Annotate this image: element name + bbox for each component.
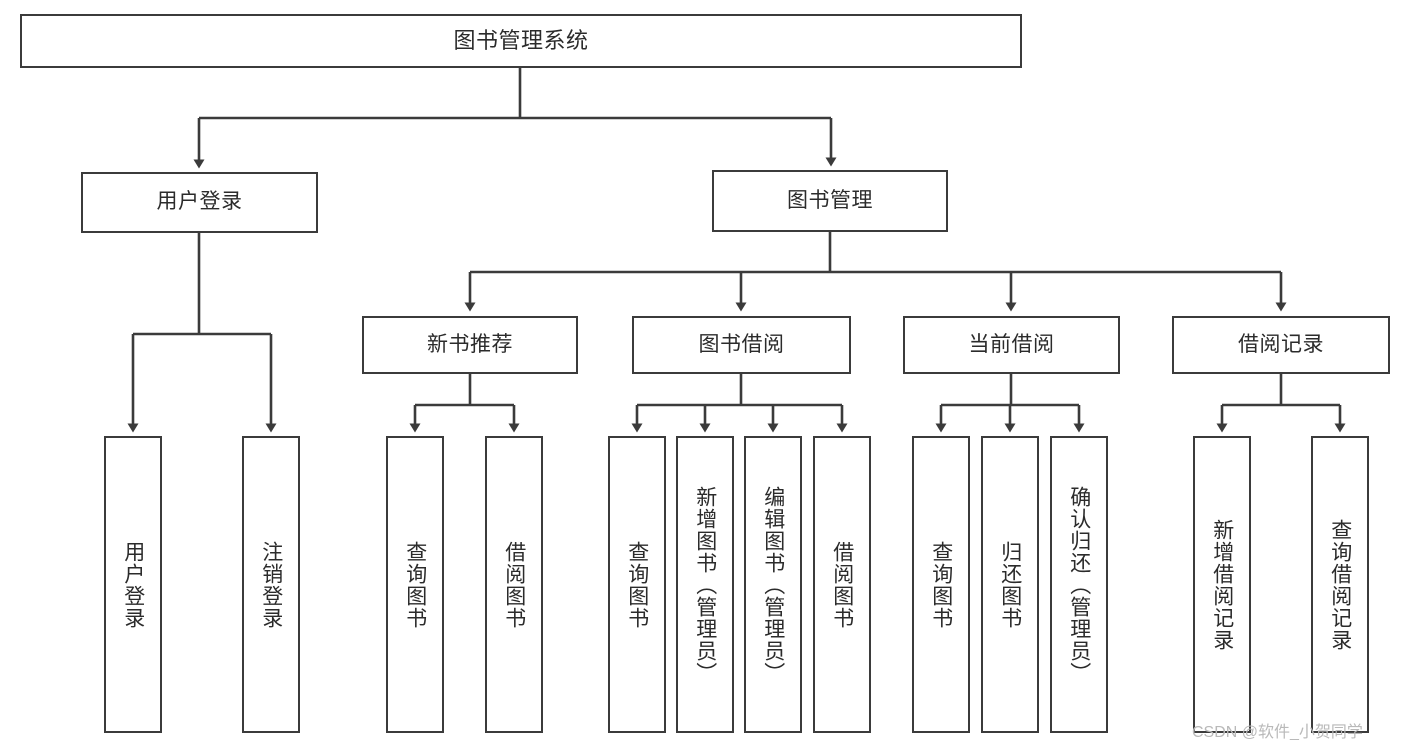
- leaf-borrow-book-2[interactable]: 借阅图书: [813, 436, 871, 733]
- leaf-borrow-book-2-label: 借阅图书: [830, 540, 854, 629]
- leaf-query-book-3-label: 查询图书: [929, 540, 953, 629]
- leaf-return-book-label: 归还图书: [998, 540, 1022, 629]
- leaf-add-book-label: 新增图书（管理员）: [693, 485, 717, 684]
- leaf-logout-login-label: 注销登录: [259, 540, 283, 629]
- leaf-confirm-return[interactable]: 确认归还（管理员）: [1050, 436, 1108, 733]
- leaf-query-book-1-label: 查询图书: [403, 540, 427, 629]
- node-new-book-recommend-label: 新书推荐: [427, 332, 513, 356]
- leaf-add-record[interactable]: 新增借阅记录: [1193, 436, 1251, 733]
- leaf-edit-book-label: 编辑图书（管理员）: [761, 485, 785, 684]
- node-current-borrow-label: 当前借阅: [968, 332, 1055, 356]
- leaf-edit-book[interactable]: 编辑图书（管理员）: [744, 436, 802, 733]
- leaf-add-book[interactable]: 新增图书（管理员）: [676, 436, 734, 733]
- node-root[interactable]: 图书管理系统: [20, 14, 1022, 68]
- node-book-manage-label: 图书管理: [787, 188, 873, 212]
- node-root-label: 图书管理系统: [453, 28, 589, 54]
- node-book-manage[interactable]: 图书管理: [712, 170, 948, 232]
- node-book-borrow-label: 图书借阅: [698, 332, 785, 356]
- leaf-borrow-book-1-label: 借阅图书: [502, 540, 526, 629]
- leaf-query-record[interactable]: 查询借阅记录: [1311, 436, 1369, 733]
- leaf-add-record-label: 新增借阅记录: [1210, 518, 1234, 651]
- leaf-borrow-book-1[interactable]: 借阅图书: [485, 436, 543, 733]
- node-borrow-record-label: 借阅记录: [1238, 332, 1324, 356]
- leaf-query-record-label: 查询借阅记录: [1328, 518, 1352, 651]
- leaf-query-book-3[interactable]: 查询图书: [912, 436, 970, 733]
- node-user-login[interactable]: 用户登录: [81, 172, 318, 233]
- leaf-query-book-2-label: 查询图书: [625, 540, 649, 629]
- leaf-query-book-1[interactable]: 查询图书: [386, 436, 444, 733]
- node-user-login-label: 用户登录: [156, 190, 243, 214]
- leaf-user-login[interactable]: 用户登录: [104, 436, 162, 733]
- leaf-query-book-2[interactable]: 查询图书: [608, 436, 666, 733]
- leaf-user-login-label: 用户登录: [121, 540, 145, 629]
- node-book-borrow[interactable]: 图书借阅: [632, 316, 851, 374]
- leaf-return-book[interactable]: 归还图书: [981, 436, 1039, 733]
- node-current-borrow[interactable]: 当前借阅: [903, 316, 1120, 374]
- node-borrow-record[interactable]: 借阅记录: [1172, 316, 1390, 374]
- node-new-book-recommend[interactable]: 新书推荐: [362, 316, 578, 374]
- leaf-logout-login[interactable]: 注销登录: [242, 436, 300, 733]
- leaf-confirm-return-label: 确认归还（管理员）: [1067, 485, 1091, 684]
